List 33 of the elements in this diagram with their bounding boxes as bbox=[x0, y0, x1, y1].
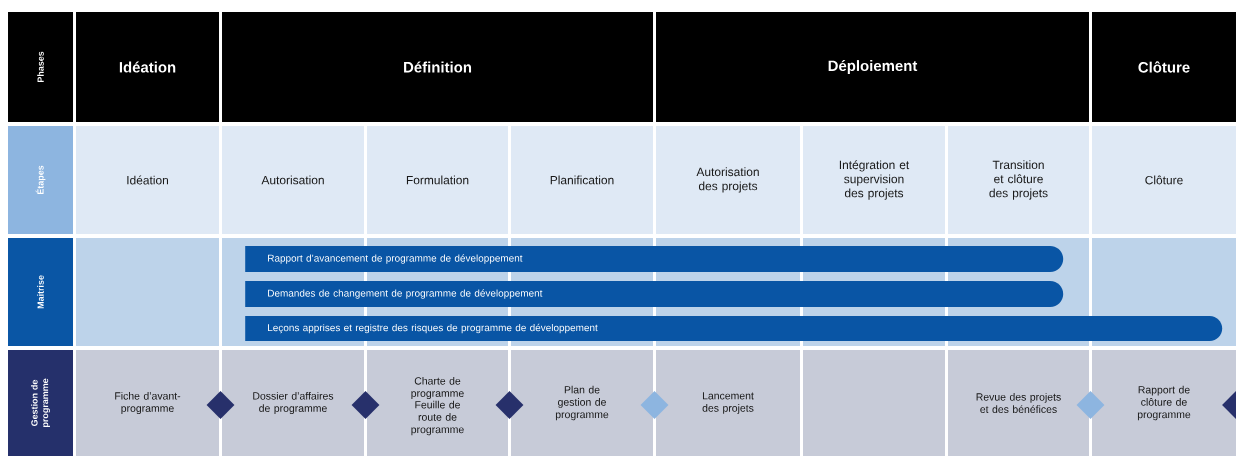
empty-cell bbox=[803, 350, 945, 456]
timeline-bar: Leçons apprises et registre des risques de programme de développement bbox=[245, 316, 1223, 341]
milestone-diamond bbox=[495, 391, 524, 419]
step-cell: Formulation bbox=[367, 126, 508, 234]
phase-header: Clôture bbox=[1092, 12, 1236, 122]
step-cell: Planification bbox=[511, 126, 653, 234]
milestone-diamond bbox=[206, 391, 235, 419]
phase-header: Déploiement bbox=[656, 12, 1089, 122]
milestone-diamond bbox=[1222, 391, 1236, 419]
deliverable-cell: Fiche d’avant-programme bbox=[76, 350, 219, 456]
row-header: Maitrise bbox=[8, 238, 73, 346]
row-header: Gestion de programme bbox=[8, 350, 73, 456]
step-cell: Autorisation des projets bbox=[656, 126, 800, 234]
deliverable-cell: Dossier d’affaires de programme bbox=[222, 350, 364, 456]
deliverable-cell: Lancement des projets bbox=[656, 350, 800, 456]
deliverable-cell: Charte de programme Feuille de route de programme bbox=[367, 350, 508, 456]
step-cell: Intégration et supervision des projets bbox=[803, 126, 945, 234]
timeline-bar: Demandes de changement de programme de développement bbox=[245, 281, 1064, 307]
deliverable-cell: Rapport de clôture de programme bbox=[1092, 350, 1236, 456]
row-header: Phases bbox=[8, 12, 73, 122]
step-cell: Clôture bbox=[1092, 126, 1236, 234]
phase-header: Définition bbox=[222, 12, 653, 122]
step-cell: Autorisation bbox=[222, 126, 364, 234]
row-header: Étapes bbox=[8, 126, 73, 234]
milestone-diamond bbox=[640, 391, 669, 419]
milestone-diamond bbox=[1076, 391, 1105, 419]
timeline-bar: Rapport d’avancement de programme de développement bbox=[245, 246, 1064, 272]
deliverable-cell: Plan de gestion de programme bbox=[511, 350, 653, 456]
milestone-diamond bbox=[351, 391, 380, 419]
deliverable-cell: Revue des projets et des bénéfices bbox=[948, 350, 1089, 456]
step-cell: Transition et clôture des projets bbox=[948, 126, 1089, 234]
phase-header: Idéation bbox=[76, 12, 219, 122]
step-cell: Idéation bbox=[76, 126, 219, 234]
